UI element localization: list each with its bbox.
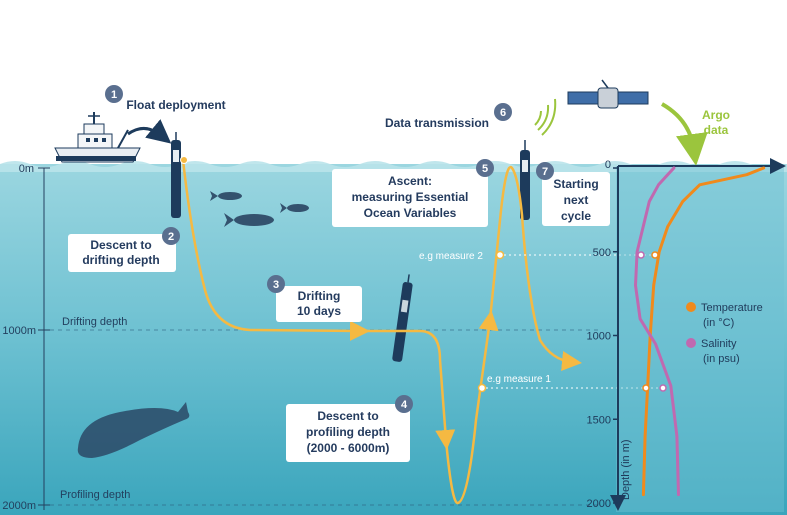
legend-salinity-line-1: Salinity: [701, 338, 737, 350]
sperm-whale-icon: [77, 402, 190, 458]
argo-data-arrow: [660, 102, 708, 166]
y-tick-label: 500: [593, 247, 611, 259]
step-6-number: 6: [500, 107, 506, 119]
legend-salinity-swatch: [686, 338, 696, 348]
chart-y-axis-label: Depth (in m): [620, 439, 632, 500]
step-1-badge: [105, 85, 123, 103]
legend-salinity-line-2: (in psu): [703, 353, 740, 365]
sea-surface-waves: [0, 161, 787, 172]
argo-data-line-1: Argo: [702, 108, 730, 122]
step-7-callout: Starting next cycle 7: [536, 162, 610, 226]
chart-series: [634, 166, 766, 497]
measure-1-point: [477, 383, 487, 393]
step-3-badge: [267, 275, 285, 293]
step-4-badge: [395, 395, 413, 413]
step-4-line-1: Descent to: [317, 409, 378, 423]
step-5-number: 5: [482, 163, 488, 175]
step-5-line-2: measuring Essential: [352, 190, 469, 204]
step-5-line-1: Ascent:: [388, 174, 432, 188]
step-2-number: 2: [168, 231, 174, 243]
float-icon-deployed: [171, 132, 181, 218]
step-4-line-3: (2000 - 6000m): [307, 441, 390, 455]
profiling-depth-value: 2000m: [2, 500, 36, 512]
deployment-point: [180, 156, 188, 164]
profile-measure-point: [651, 251, 659, 259]
deploy-arrow: [127, 119, 172, 144]
step-6-badge: [494, 103, 512, 121]
measure-2-point: [495, 250, 505, 260]
step-1-number: 1: [111, 89, 117, 101]
temperature-profile-line: [641, 166, 766, 497]
step-7-badge: [536, 162, 554, 180]
step-2-line-2: drifting depth: [82, 253, 159, 267]
signal-waves-icon: [534, 98, 557, 136]
step-4-number: 4: [401, 399, 408, 411]
drifting-depth-label: Drifting depth: [62, 316, 127, 328]
drifting-depth-value: 1000m: [2, 325, 36, 337]
step-2-callout: Descent to drifting depth 2: [68, 227, 180, 272]
profile-measure-point: [637, 251, 645, 259]
profile-chart: Depth (in m) 0 500 1000 1500 2000 Temperatur…: [587, 158, 786, 512]
step-7-number: 7: [542, 166, 548, 178]
step-4-line-2: profiling depth: [306, 425, 390, 439]
step-3-line-2: 10 days: [297, 304, 341, 318]
step-1-callout: Float deployment 1: [105, 85, 238, 116]
step-7-line-2: next: [564, 193, 589, 207]
step-5-badge: [476, 159, 494, 177]
profiling-dive-path: [444, 310, 499, 505]
step-7-line-1: Starting: [553, 177, 598, 191]
step-3-callout: Drifting 10 days 3: [267, 275, 362, 322]
step-6-callout: Data transmission 6: [374, 103, 512, 134]
step-7-line-3: cycle: [561, 209, 591, 223]
y-tick-label: 1500: [587, 414, 611, 426]
measure-1-label: e.g measure 1: [487, 374, 551, 385]
step-5-line-3: Ocean Variables: [364, 206, 457, 220]
step-4-callout: Descent to profiling depth (2000 - 6000m…: [286, 395, 413, 462]
float-icon-drifting: [392, 274, 413, 362]
ascent-path: [488, 165, 582, 371]
research-ship-icon: [54, 112, 141, 163]
profile-measure-point: [642, 384, 650, 392]
chart-y-ticks: 0 500 1000 1500 2000: [587, 159, 618, 510]
step-1-label: Float deployment: [126, 98, 225, 112]
float-trajectory-path: [181, 159, 370, 341]
float-icon-surfaced: [520, 140, 530, 220]
drift-to-descent-path: [360, 329, 456, 450]
profiling-depth-label: Profiling depth: [60, 489, 130, 501]
step-3-number: 3: [273, 279, 279, 291]
surface-depth-value: 0m: [19, 163, 34, 175]
step-2-line-1: Descent to: [90, 238, 151, 252]
y-tick-label: 0: [605, 159, 611, 171]
legend-temperature-line-2: (in °C): [703, 317, 734, 329]
legend-temperature-line-1: Temperature: [701, 302, 763, 314]
step-6-label: Data transmission: [385, 116, 489, 130]
measure-2-label: e.g measure 2: [419, 251, 483, 262]
step-2-badge: [162, 227, 180, 245]
y-tick-label: 2000: [587, 498, 611, 510]
tuna-fish-icon: [210, 191, 309, 227]
chart-panel: [616, 166, 784, 512]
step-5-callout: Ascent: measuring Essential Ocean Variab…: [332, 159, 494, 227]
legend-temperature-swatch: [686, 302, 696, 312]
y-tick-label: 1000: [587, 331, 611, 343]
profile-measure-point: [659, 384, 667, 392]
step-3-line-1: Drifting: [298, 289, 341, 303]
satellite-icon: [567, 79, 649, 109]
argo-data-line-2: data: [704, 123, 729, 137]
salinity-profile-line: [634, 166, 680, 497]
chart-legend: Temperature (in °C) Salinity (in psu): [686, 302, 763, 365]
